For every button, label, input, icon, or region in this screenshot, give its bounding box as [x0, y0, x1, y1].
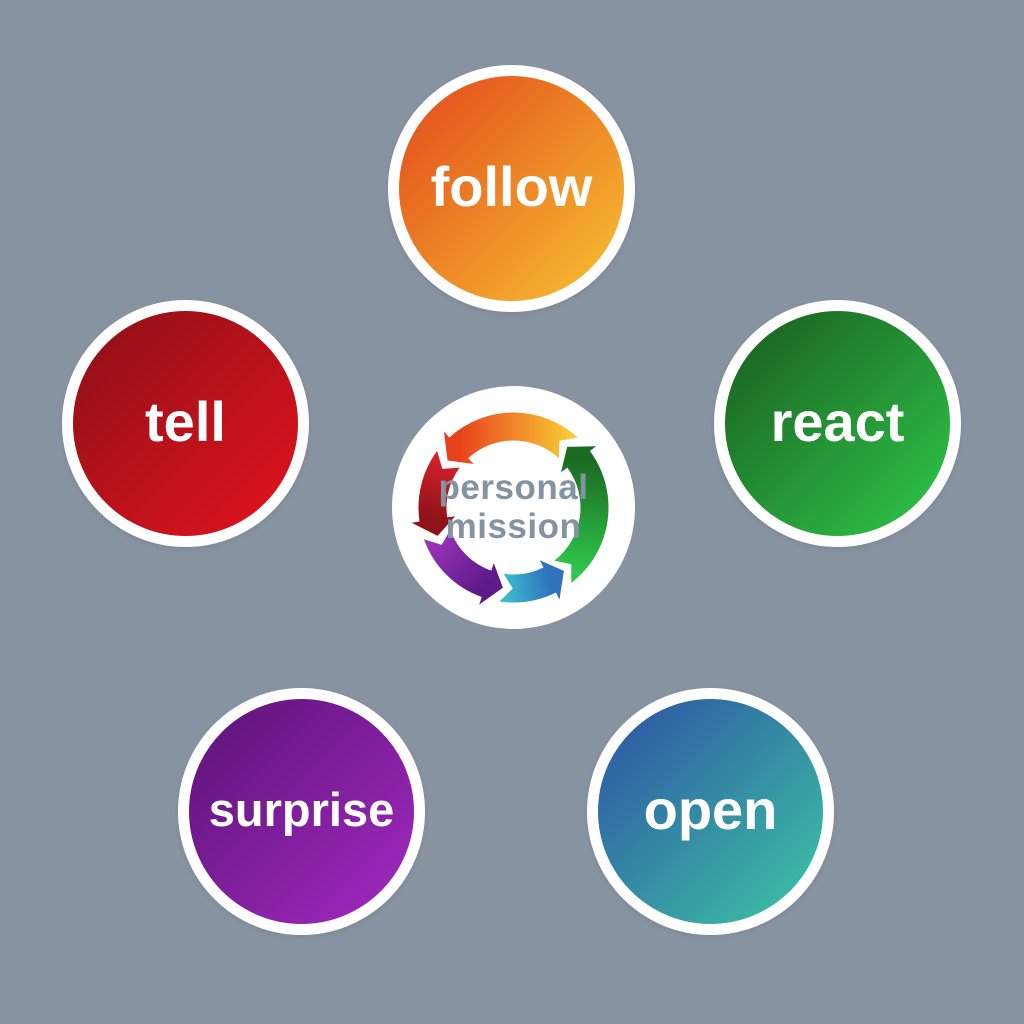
cycle-arrow-blue	[499, 560, 564, 603]
cycle-arrow-green	[554, 446, 609, 583]
circle-react-label: react	[770, 390, 905, 453]
circle-open-label: open	[643, 778, 778, 841]
center-hub: personal mission	[392, 386, 635, 629]
center-hub-label-line2: mission	[445, 506, 582, 546]
circle-follow-label: follow	[430, 155, 593, 218]
cycle-arrow-purple	[423, 529, 503, 605]
circle-surprise: surprise	[178, 688, 425, 935]
center-hub-label: personal mission	[392, 386, 635, 629]
cycle-arrow-orange	[443, 412, 578, 464]
circle-follow: follow	[388, 65, 635, 312]
circle-tell: tell	[62, 300, 309, 547]
circle-open: open	[587, 688, 834, 935]
cycle-arrow-red	[411, 450, 460, 536]
circle-tell-label: tell	[145, 390, 226, 453]
circle-react: react	[714, 300, 961, 547]
cycle-arrows-graphic	[392, 386, 635, 629]
center-hub-label-line1: personal	[438, 468, 589, 507]
circle-surprise-label: surprise	[208, 783, 395, 836]
